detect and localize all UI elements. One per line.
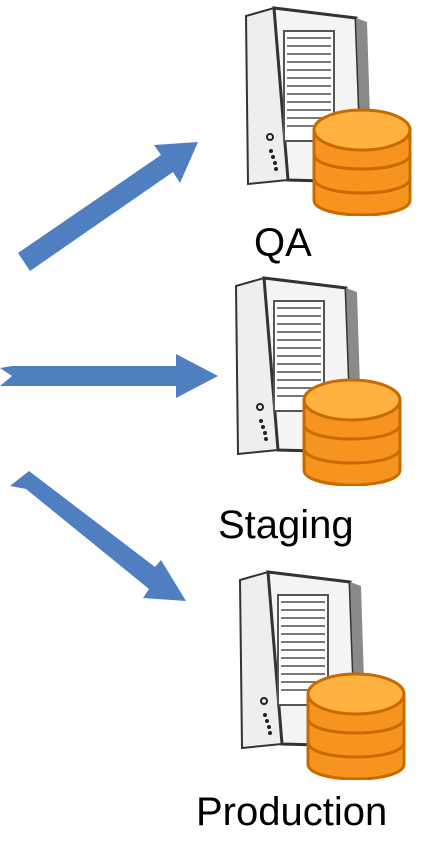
- qa-label: QA: [254, 221, 312, 265]
- qa-server-icon: [236, 6, 424, 217]
- staging-server-icon: [226, 276, 416, 487]
- staging-label: Staging: [218, 503, 354, 547]
- production-label: Production: [196, 790, 388, 834]
- production-server-icon: [230, 570, 420, 781]
